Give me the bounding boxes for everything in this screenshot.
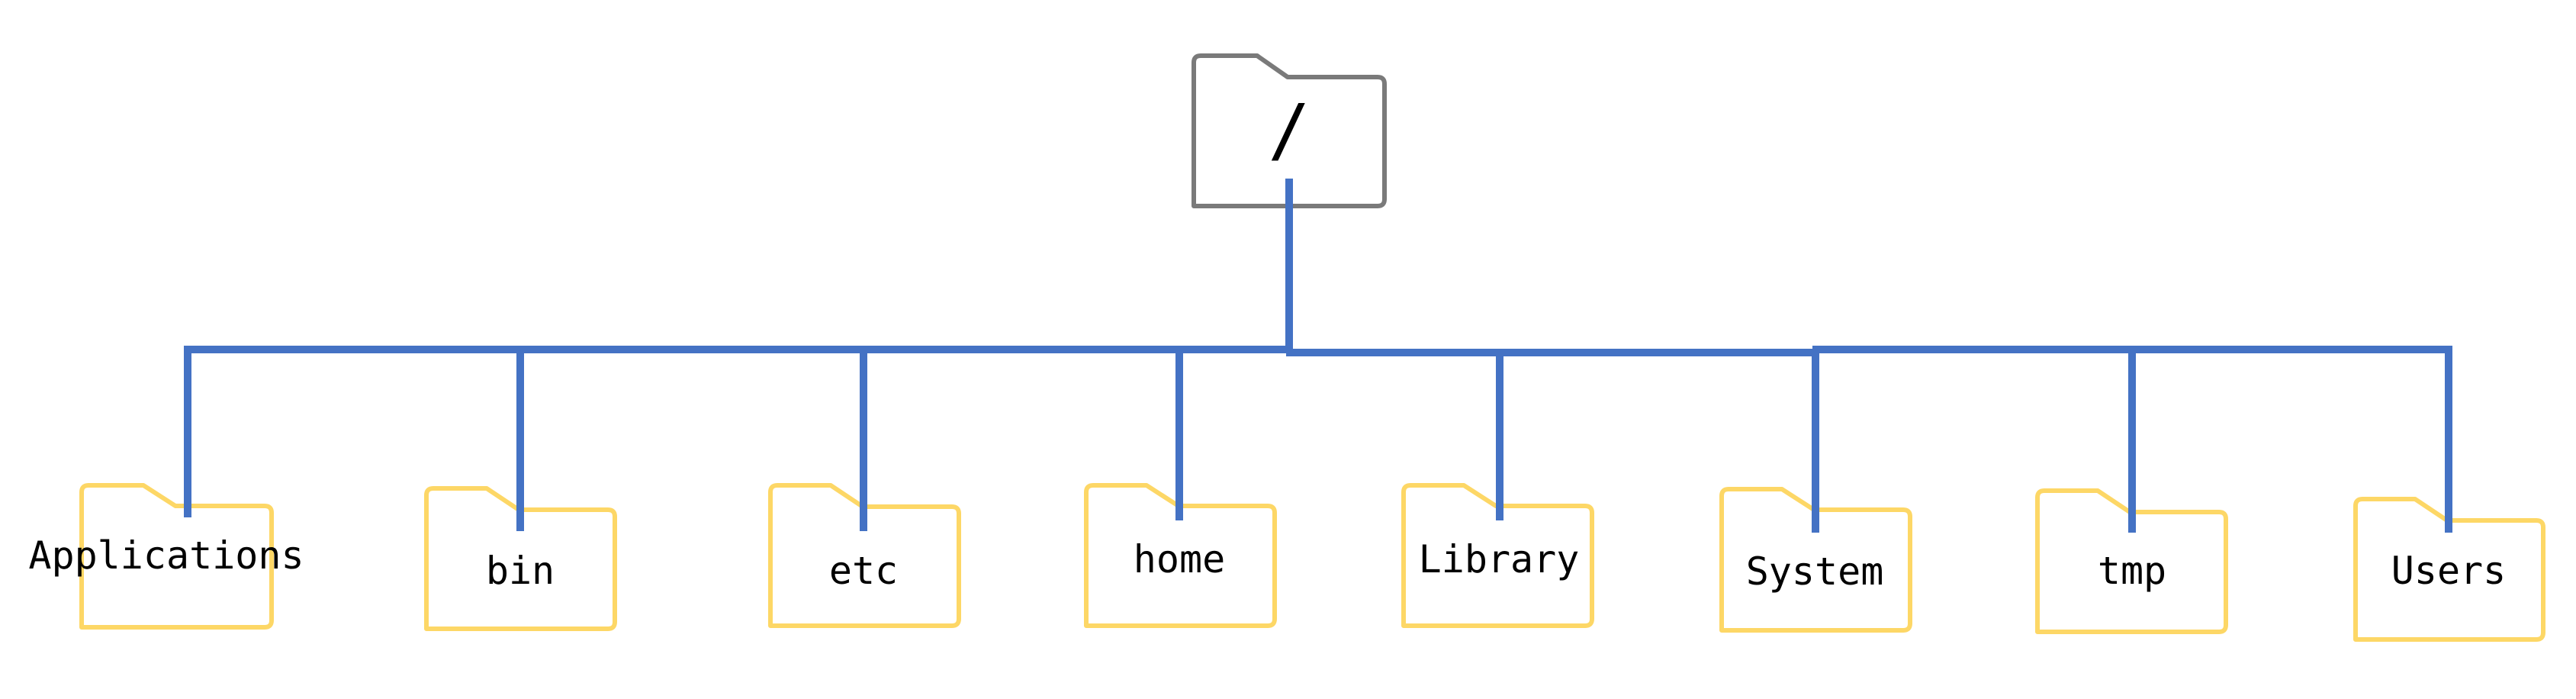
folder-label-etc: etc: [829, 549, 898, 593]
folder-icon: [79, 483, 274, 630]
folder-users[interactable]: Users: [2353, 497, 2545, 642]
folder-icon: [424, 486, 617, 631]
folder-label-system: System: [1746, 549, 1884, 594]
folder-label-applications: Applications: [28, 533, 304, 578]
tree-connectors: [184, 179, 2452, 533]
folder-tmp[interactable]: tmp: [2035, 488, 2228, 634]
folder-icon: [1719, 487, 1912, 633]
folder-icon: [1401, 483, 1594, 628]
folder-label-home: home: [1134, 537, 1225, 581]
folder-icon: [2035, 488, 2228, 634]
folder-label-users: Users: [2391, 549, 2507, 593]
folder-label-bin: bin: [486, 549, 555, 593]
folder-icon: [2353, 497, 2545, 642]
root-folder[interactable]: /: [1192, 53, 1387, 208]
root-folder-icon: [1192, 53, 1387, 208]
folder-icon: [768, 483, 961, 628]
folder-label-tmp: tmp: [2098, 549, 2166, 593]
folder-etc[interactable]: etc: [768, 483, 961, 628]
folder-label-library: Library: [1419, 537, 1580, 581]
folder-bin[interactable]: bin: [424, 486, 617, 631]
folder-applications[interactable]: Applications: [28, 483, 304, 630]
root-folder-label: /: [1268, 89, 1310, 171]
folder-icon: [1084, 483, 1277, 628]
folder-library[interactable]: Library: [1401, 483, 1594, 628]
folder-home[interactable]: home: [1084, 483, 1277, 628]
folder-system[interactable]: System: [1719, 487, 1912, 633]
